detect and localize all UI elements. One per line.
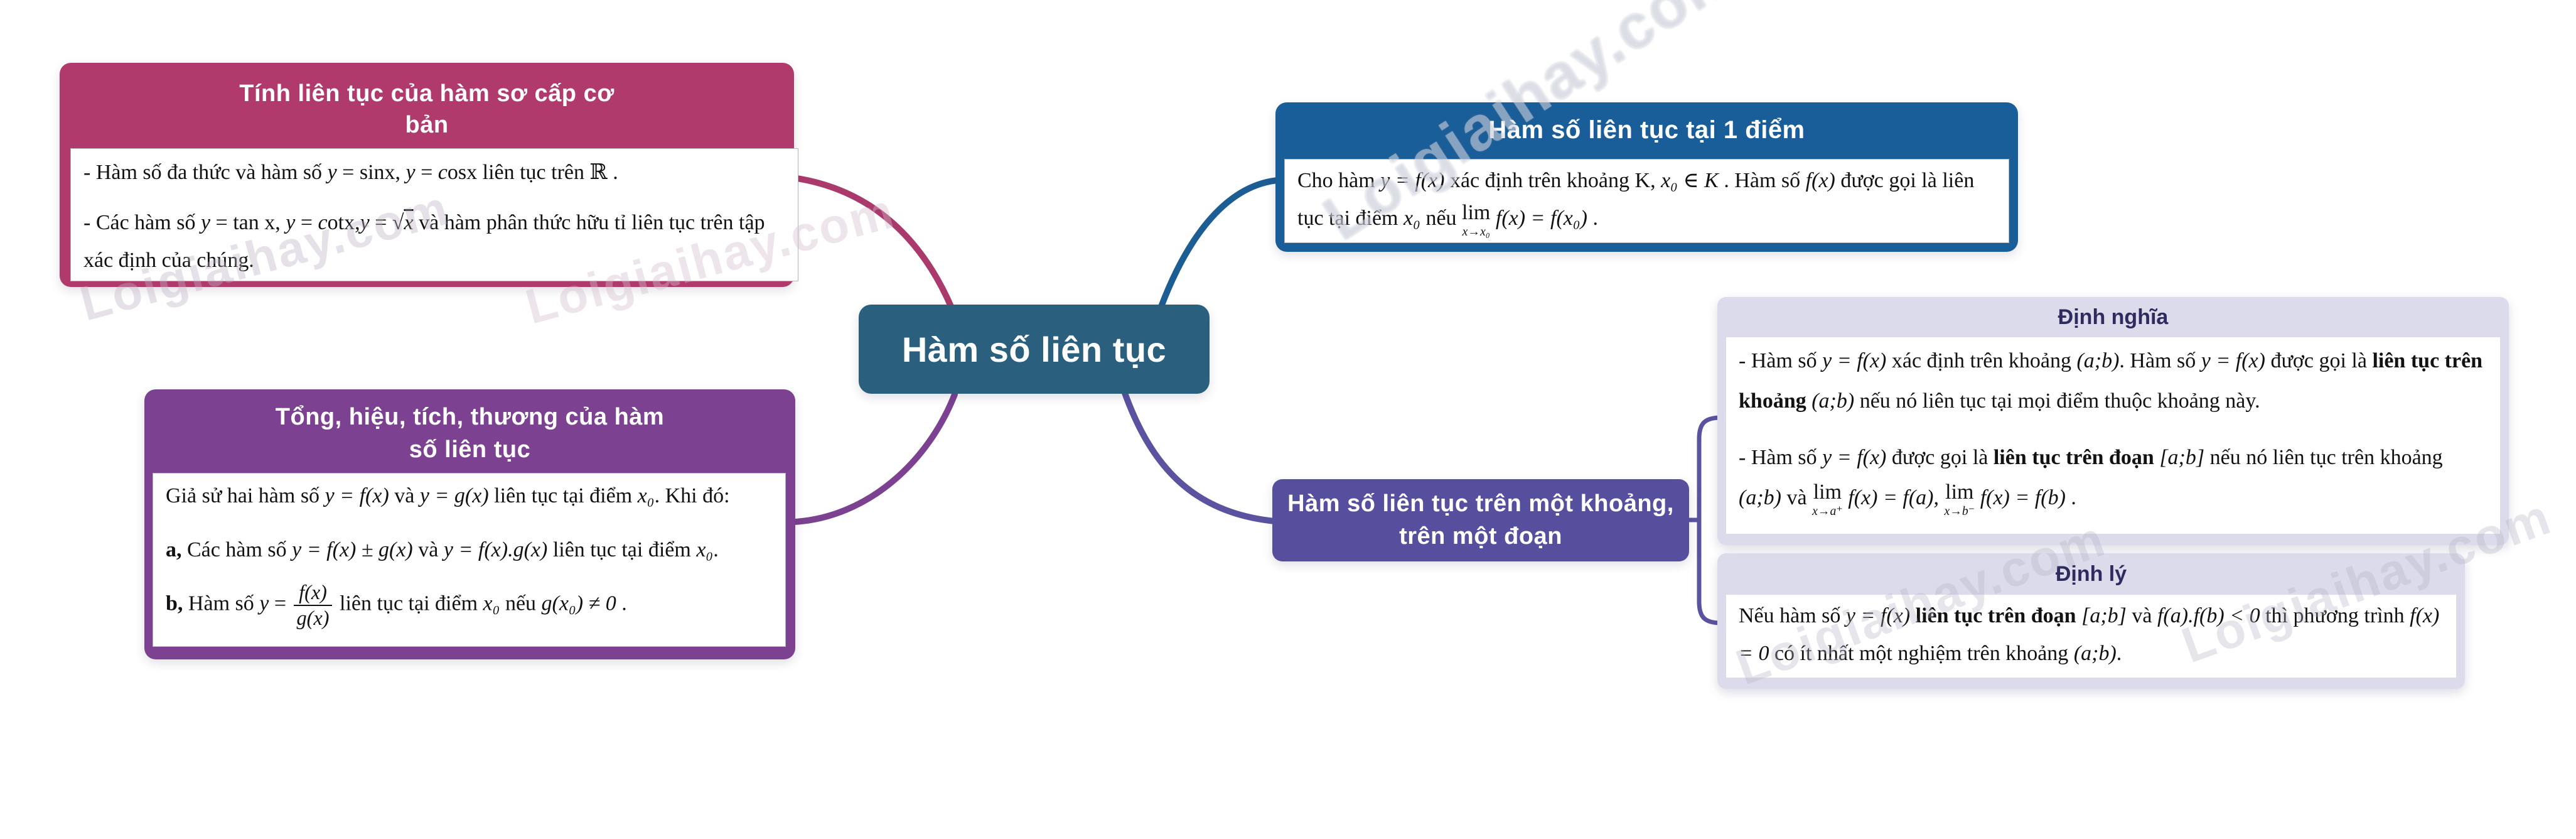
sum-node-title: Tổng, hiệu, tích, thương của hàm số liên…: [144, 389, 795, 466]
point-node-title: Hàm số liên tục tại 1 điểm: [1488, 116, 1805, 144]
elementary-node-title: Tính liên tục của hàm sơ cấp cơ bản: [60, 63, 794, 141]
definition-paragraph-1: - Hàm số y = f(x) xác định trên khoảng (…: [1739, 349, 2483, 413]
theorem-content: Nếu hàm số y = f(x) liên tục trên đoạn […: [1726, 595, 2456, 678]
sum-title-line1: Tổng, hiệu, tích, thương của hàm: [275, 404, 665, 430]
elementary-node-content: - Hàm số đa thức và hàm số y = sinx, y =…: [70, 148, 798, 281]
connector-interval: [1121, 388, 1278, 524]
node-continuity-at-point[interactable]: Hàm số liên tục tại 1 điểm Cho hàm y = f…: [1275, 102, 2018, 252]
interval-node-title: Hàm số liên tục trên một khoảng, trên mộ…: [1272, 479, 1689, 553]
node-theorem[interactable]: Định lý Nếu hàm số y = f(x) liên tục trê…: [1717, 553, 2465, 689]
elementary-paragraph-1: - Hàm số đa thức và hàm số y = sinx, y =…: [83, 161, 618, 184]
connector-elementary: [790, 175, 955, 311]
theorem-title: Định lý: [2055, 562, 2127, 586]
sum-item-b: b, Hàm số y = f(x)g(x) liên tục tại điểm…: [166, 581, 627, 629]
definition-title: Định nghĩa: [2058, 305, 2169, 329]
elementary-title-line1: Tính liên tục của hàm sơ cấp cơ: [239, 80, 614, 107]
sum-node-content: Giả sử hai hàm số y = f(x) và y = g(x) l…: [153, 473, 786, 647]
elementary-paragraph-2: - Các hàm số y = tan x, y = cotx,y = √x …: [83, 211, 765, 272]
connector-point: [1158, 177, 1281, 310]
center-node[interactable]: Hàm số liên tục: [859, 305, 1210, 394]
definition-paragraph-2: - Hàm số y = f(x) được gọi là liên tục t…: [1739, 446, 2443, 518]
definition-content: - Hàm số y = f(x) xác định trên khoảng (…: [1726, 337, 2500, 534]
node-elementary-continuity[interactable]: Tính liên tục của hàm sơ cấp cơ bản - Hà…: [60, 63, 798, 287]
interval-title-line2: trên một đoạn: [1399, 523, 1562, 549]
node-continuity-on-interval[interactable]: Hàm số liên tục trên một khoảng, trên mộ…: [1272, 479, 1689, 561]
point-node-content: Cho hàm y = f(x) xác định trên khoảng K,…: [1284, 159, 2009, 243]
connector-sum: [792, 391, 958, 525]
sum-item-a: a, Các hàm số y = f(x) ± g(x) và y = f(x…: [166, 538, 719, 561]
interval-title-line1: Hàm số liên tục trên một khoảng,: [1287, 490, 1674, 517]
point-paragraph: Cho hàm y = f(x) xác định trên khoảng K,…: [1297, 169, 1975, 239]
node-definition[interactable]: Định nghĩa - Hàm số y = f(x) xác định tr…: [1717, 297, 2509, 545]
sum-intro: Giả sử hai hàm số y = f(x) và y = g(x) l…: [166, 484, 730, 507]
theorem-paragraph: Nếu hàm số y = f(x) liên tục trên đoạn […: [1739, 604, 2440, 665]
elementary-title-line2: bản: [405, 112, 449, 138]
node-sum-product-quotient[interactable]: Tổng, hiệu, tích, thương của hàm số liên…: [144, 389, 795, 659]
center-node-title: Hàm số liên tục: [901, 329, 1167, 369]
bracket-interval-children: [1687, 415, 1724, 625]
sum-title-line2: số liên tục: [409, 436, 531, 463]
